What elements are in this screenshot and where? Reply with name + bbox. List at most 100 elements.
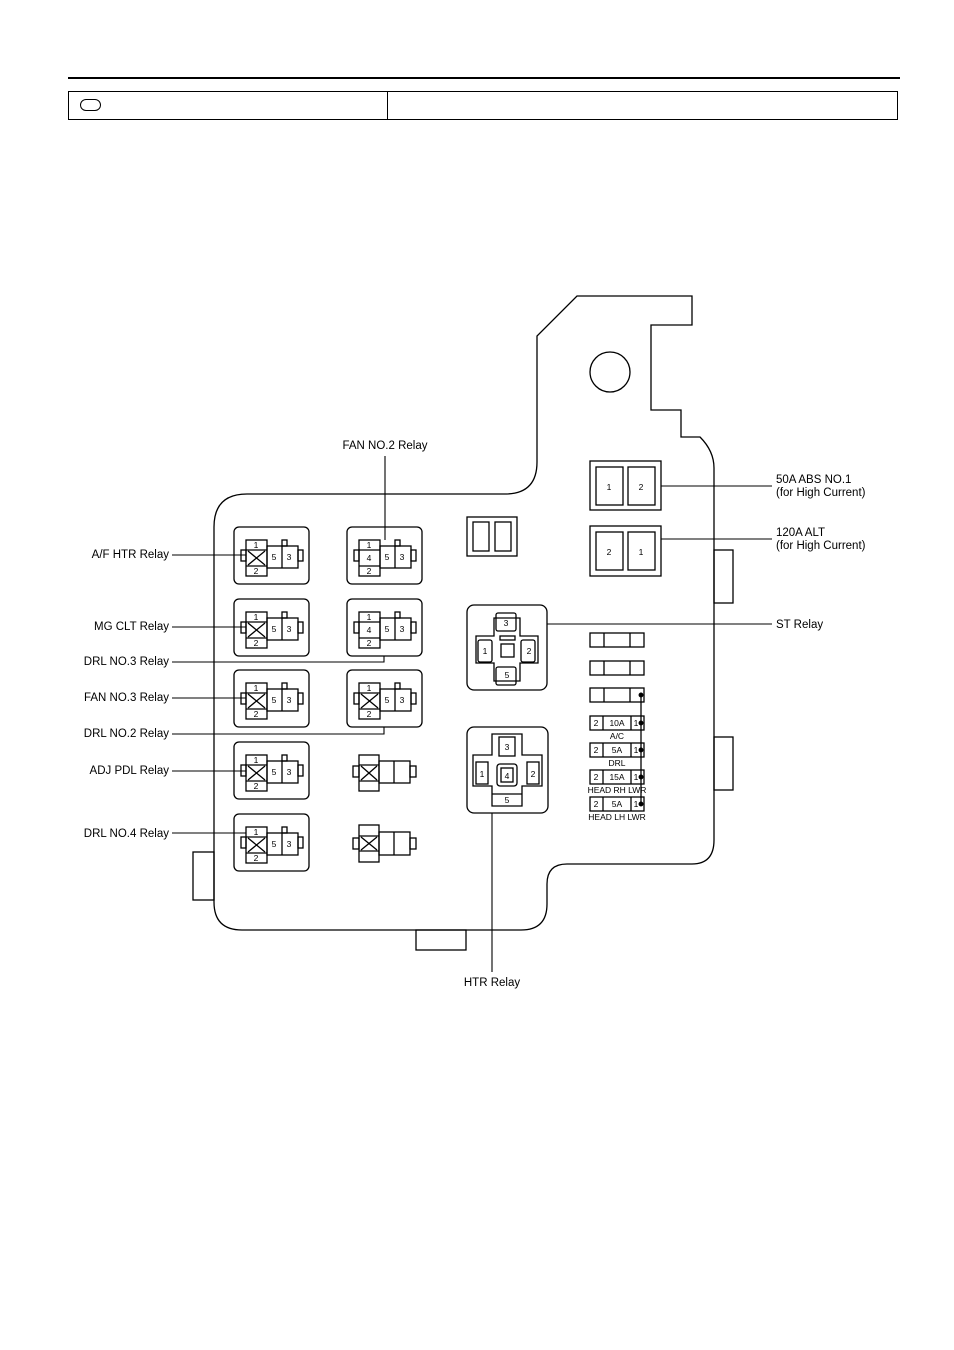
pin-label: 3 [504, 618, 509, 628]
outline-tab-left [192, 851, 215, 901]
outline-tab-bottom [415, 929, 467, 951]
pin-label: 3 [400, 695, 405, 705]
pin-label: 1 [367, 612, 372, 622]
fuse-slot-blank[interactable] [589, 632, 645, 648]
fuse-15a-head-rh-lwr[interactable]: 2 15A 1 HEAD RH LWR [588, 769, 647, 795]
fuse-rating: 15A [609, 772, 624, 782]
section-pill-icon [80, 99, 101, 111]
relay-drl-no2[interactable]: 1 2 5 3 [346, 669, 423, 728]
pin-label: 2 [254, 709, 259, 719]
label-alt-high-current: (for High Current) [776, 540, 866, 552]
fuse-pin-right: 1 [634, 718, 639, 728]
pin-label: 2 [527, 646, 532, 656]
fuse-rating: 5A [612, 799, 623, 809]
pin-label: 5 [505, 670, 510, 680]
pin-label: 4 [505, 771, 510, 781]
fuse-slot-blank[interactable] [589, 660, 645, 676]
fuse-name: A/C [610, 731, 624, 741]
relay-fan-no2[interactable]: 1 4 2 5 3 [346, 526, 423, 585]
pin-label: 3 [287, 767, 292, 777]
relay-st[interactable]: 3 1 2 5 [466, 604, 548, 691]
pin-label: 1 [254, 612, 259, 622]
pin-label: 5 [272, 767, 277, 777]
fuse-pin-right: 1 [634, 772, 639, 782]
pin-label: 1 [639, 547, 644, 557]
pin-label: 2 [607, 547, 612, 557]
fuse-pin-left: 2 [594, 718, 599, 728]
pin-label: 1 [480, 769, 485, 779]
pin-label: 3 [287, 552, 292, 562]
fuse-10a-ac[interactable]: 2 10A 1 A/C [589, 715, 645, 741]
pin-label: 2 [531, 769, 536, 779]
pin-label: 5 [385, 695, 390, 705]
pin-label: 5 [272, 695, 277, 705]
pin-label: 2 [367, 638, 372, 648]
mounting-hole [589, 351, 631, 393]
top-rule [68, 77, 900, 79]
pin-label: 2 [254, 638, 259, 648]
fuse-5a-head-lh-lwr[interactable]: 2 5A 1 HEAD LH LWR [588, 796, 646, 822]
pin-label: 1 [254, 755, 259, 765]
fuse-120a-alt[interactable]: 2 1 [589, 525, 662, 577]
pin-label: 3 [400, 552, 405, 562]
pin-label: 2 [639, 482, 644, 492]
label-drl-no4-relay: DRL NO.4 Relay [84, 828, 169, 840]
pin-label: 2 [367, 709, 372, 719]
pin-label: 5 [385, 624, 390, 634]
fuse-pin-right: 1 [634, 745, 639, 755]
label-fan-no3-relay: FAN NO.3 Relay [84, 692, 169, 704]
pin-label: 5 [385, 552, 390, 562]
fuse-50a-abs-no1[interactable]: 1 2 [589, 460, 662, 511]
relay-spare-socket-lower[interactable] [352, 824, 417, 863]
pin-label: 1 [254, 540, 259, 550]
leader-lines [172, 456, 772, 972]
label-mg-clt-relay: MG CLT Relay [94, 621, 169, 633]
pin-label: 3 [400, 624, 405, 634]
relay-drl-no3[interactable]: 1 4 2 5 3 [346, 598, 423, 657]
fuse-rating: 10A [609, 718, 624, 728]
pin-label: 1 [254, 683, 259, 693]
relay-drl-no4[interactable]: 1 2 5 3 [233, 813, 310, 872]
fuse-rating: 5A [612, 745, 623, 755]
fuse-name: HEAD RH LWR [588, 785, 647, 795]
fuse-pin-left: 2 [594, 772, 599, 782]
fuse-pin-right: 1 [634, 799, 639, 809]
label-drl-no2-relay: DRL NO.2 Relay [84, 728, 169, 740]
label-fan-no2-relay: FAN NO.2 Relay [343, 440, 428, 452]
fuse-bus-bar [638, 692, 644, 807]
relay-htr[interactable]: 3 4 1 2 5 [466, 726, 549, 814]
relay-block-outline [213, 295, 715, 931]
pin-label: 3 [287, 695, 292, 705]
relay-mg-clt[interactable]: 1 2 5 3 [233, 598, 310, 657]
pin-label: 2 [254, 853, 259, 863]
spare-fuse-slot[interactable] [466, 516, 518, 557]
pin-label: 2 [254, 781, 259, 791]
pin-label: 3 [505, 742, 510, 752]
label-abs-high-current: (for High Current) [776, 487, 866, 499]
pin-label: 5 [272, 839, 277, 849]
pin-label: 3 [287, 839, 292, 849]
label-adj-pdl-relay: ADJ PDL Relay [90, 765, 170, 777]
pin-label: 4 [367, 553, 372, 563]
fuse-name: DRL [608, 758, 625, 768]
outline-tab-right-upper [713, 549, 734, 604]
fuse-5a-drl[interactable]: 2 5A 1 DRL [589, 742, 645, 768]
header-divider [387, 92, 388, 119]
pin-label: 3 [287, 624, 292, 634]
pin-label: 1 [367, 683, 372, 693]
relay-spare-socket-upper[interactable] [352, 754, 417, 792]
outline-tab-right-lower [713, 736, 734, 791]
pin-label: 1 [367, 540, 372, 550]
fuse-name: HEAD LH LWR [588, 812, 645, 822]
pin-label: 2 [254, 566, 259, 576]
label-drl-no3-relay: DRL NO.3 Relay [84, 656, 169, 668]
pin-label: 1 [254, 827, 259, 837]
label-htr-relay: HTR Relay [464, 977, 520, 989]
label-50a-abs-no1: 50A ABS NO.1 [776, 474, 851, 486]
fuse-slot-blank[interactable] [589, 687, 645, 703]
pin-label: 5 [505, 795, 510, 805]
pin-label: 5 [272, 552, 277, 562]
label-st-relay: ST Relay [776, 619, 823, 631]
